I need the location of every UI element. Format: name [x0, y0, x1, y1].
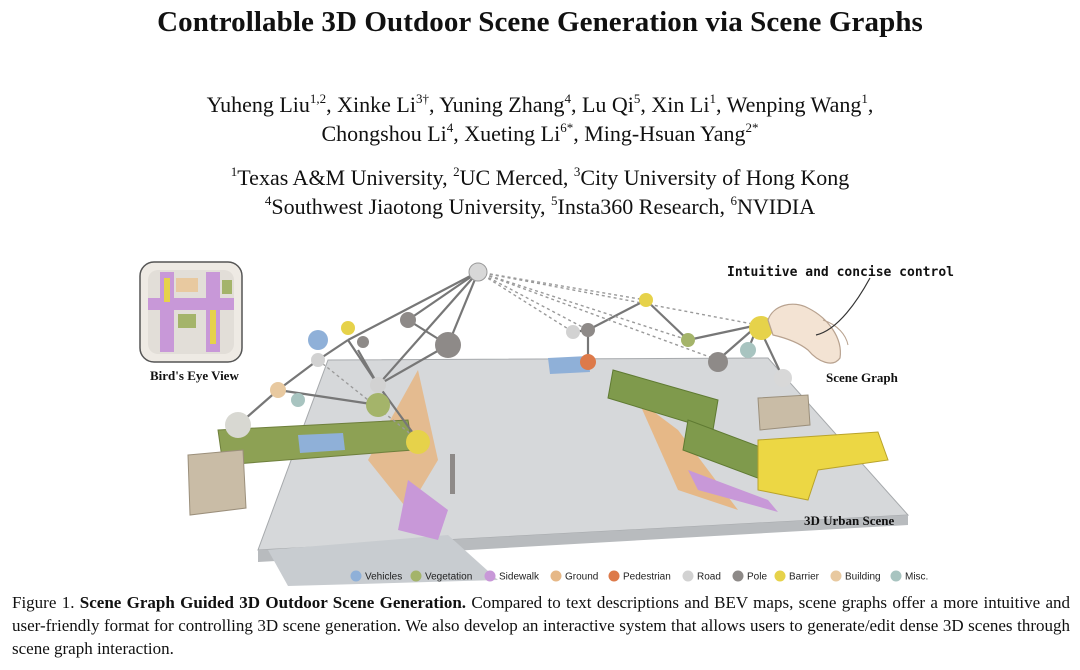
- affiliation: Texas A&M University: [237, 165, 443, 190]
- author-affil-mark: 6*: [560, 120, 574, 135]
- scene-graph-label: Scene Graph: [826, 370, 899, 385]
- scene-graph-dashed-edges: [317, 271, 759, 441]
- legend-swatch: [484, 570, 496, 582]
- author-name: Xin Li: [651, 92, 710, 117]
- author-name: Yuheng Liu: [206, 92, 310, 117]
- separator: ,: [570, 92, 582, 117]
- caption-body: Compared to text descriptions and BEV ma…: [12, 593, 1071, 658]
- legend-swatch: [608, 570, 620, 582]
- control-pointer: [815, 277, 871, 336]
- figure-number: Figure 1.: [12, 593, 75, 612]
- affil-mark: 5: [551, 193, 558, 208]
- author-name: Ming-Hsuan Yang: [584, 121, 746, 146]
- urban-scene-label: 3D Urban Scene: [804, 513, 895, 528]
- affil-mark: 3: [573, 164, 581, 179]
- separator: ,: [715, 92, 727, 117]
- author-name: Chongshou Li: [321, 121, 447, 146]
- author-name: Yuning Zhang: [439, 92, 565, 117]
- author-line-1: Yuheng Liu1,2, Xinke Li3†, Yuning Zhang4…: [0, 90, 1080, 119]
- author-affil-mark: 5: [633, 91, 641, 106]
- legend-label: Ground: [565, 572, 598, 583]
- author-line-2: Chongshou Li4, Xueting Li6*, Ming-Hsuan …: [0, 119, 1080, 148]
- legend-swatch: [890, 570, 902, 582]
- legend-swatch: [732, 570, 744, 582]
- separator: ,: [429, 92, 440, 117]
- author-affil-mark: 4: [564, 91, 571, 106]
- affiliation: Insta360 Research: [557, 194, 720, 219]
- author-list: Yuheng Liu1,2, Xinke Li3†, Yuning Zhang4…: [0, 90, 1080, 148]
- legend-swatch: [410, 570, 422, 582]
- author-affil-mark: 1,2: [309, 91, 327, 106]
- separator: ,: [453, 121, 465, 146]
- affiliation: Southwest Jiaotong University: [271, 194, 541, 219]
- author-affil-mark: 1: [709, 91, 716, 106]
- separator: ,: [867, 92, 874, 117]
- author-name: Xinke Li: [337, 92, 416, 117]
- bev-thumbnail: [139, 261, 243, 363]
- legend-label: Vegetation: [425, 572, 472, 583]
- affiliation: NVIDIA: [736, 194, 816, 219]
- legend-label: Barrier: [789, 572, 820, 583]
- author-name: Xueting Li: [464, 121, 561, 146]
- author-affil-mark: 2*: [745, 120, 759, 135]
- separator: ,: [326, 92, 338, 117]
- author-name: Lu Qi: [581, 92, 634, 117]
- legend-swatch: [830, 570, 842, 582]
- affiliation: City University of Hong Kong: [580, 165, 850, 190]
- legend-label: Misc.: [905, 572, 928, 583]
- separator: ,: [719, 194, 731, 219]
- legend-label: Pedestrian: [623, 572, 671, 583]
- affiliation: UC Merced: [459, 165, 563, 190]
- figure-caption: Figure 1. Scene Graph Guided 3D Outdoor …: [12, 591, 1070, 660]
- affiliation-line-1: 1Texas A&M University, 2UC Merced, 3City…: [0, 163, 1080, 192]
- separator: ,: [540, 194, 552, 219]
- author-affil-mark: 4: [446, 120, 454, 135]
- affiliation-line-2: 4Southwest Jiaotong University, 5Insta36…: [0, 192, 1080, 221]
- bev-label: Bird's Eye View: [150, 368, 239, 383]
- affil-mark: 4: [264, 193, 272, 208]
- affiliation-list: 1Texas A&M University, 2UC Merced, 3City…: [0, 163, 1080, 221]
- legend-label: Pole: [747, 572, 767, 583]
- author-name: Wenping Wang: [726, 92, 862, 117]
- legend-label: Road: [697, 572, 721, 583]
- caption-heading: Scene Graph Guided 3D Outdoor Scene Gene…: [79, 593, 467, 612]
- separator: ,: [573, 121, 585, 146]
- author-affil-mark: 1: [861, 91, 868, 106]
- teaser-figure: Bird's Eye View: [139, 261, 954, 586]
- separator: ,: [640, 92, 652, 117]
- legend-swatch: [774, 570, 786, 582]
- legend-label: Building: [845, 572, 881, 583]
- control-label: Intuitive and concise control: [727, 265, 954, 280]
- hand-icon: [767, 303, 849, 364]
- affil-mark: 1: [230, 164, 238, 179]
- author-affil-mark: 3†: [416, 91, 429, 106]
- affil-mark: 2: [453, 164, 460, 179]
- legend-label: Sidewalk: [499, 572, 540, 583]
- legend-swatch: [550, 570, 562, 582]
- legend-swatch: [682, 570, 694, 582]
- separator: ,: [562, 165, 574, 190]
- scene-graph-nodes: [225, 262, 792, 454]
- legend-label: Vehicles: [365, 572, 402, 583]
- legend: Vehicles Vegetation Sidewalk Ground Pedestri…: [350, 570, 928, 583]
- legend-swatch: [350, 570, 362, 582]
- urban-scene: [187, 356, 910, 586]
- paper-title: Controllable 3D Outdoor Scene Generation…: [157, 6, 923, 38]
- affil-mark: 6: [730, 193, 737, 208]
- separator: ,: [442, 165, 454, 190]
